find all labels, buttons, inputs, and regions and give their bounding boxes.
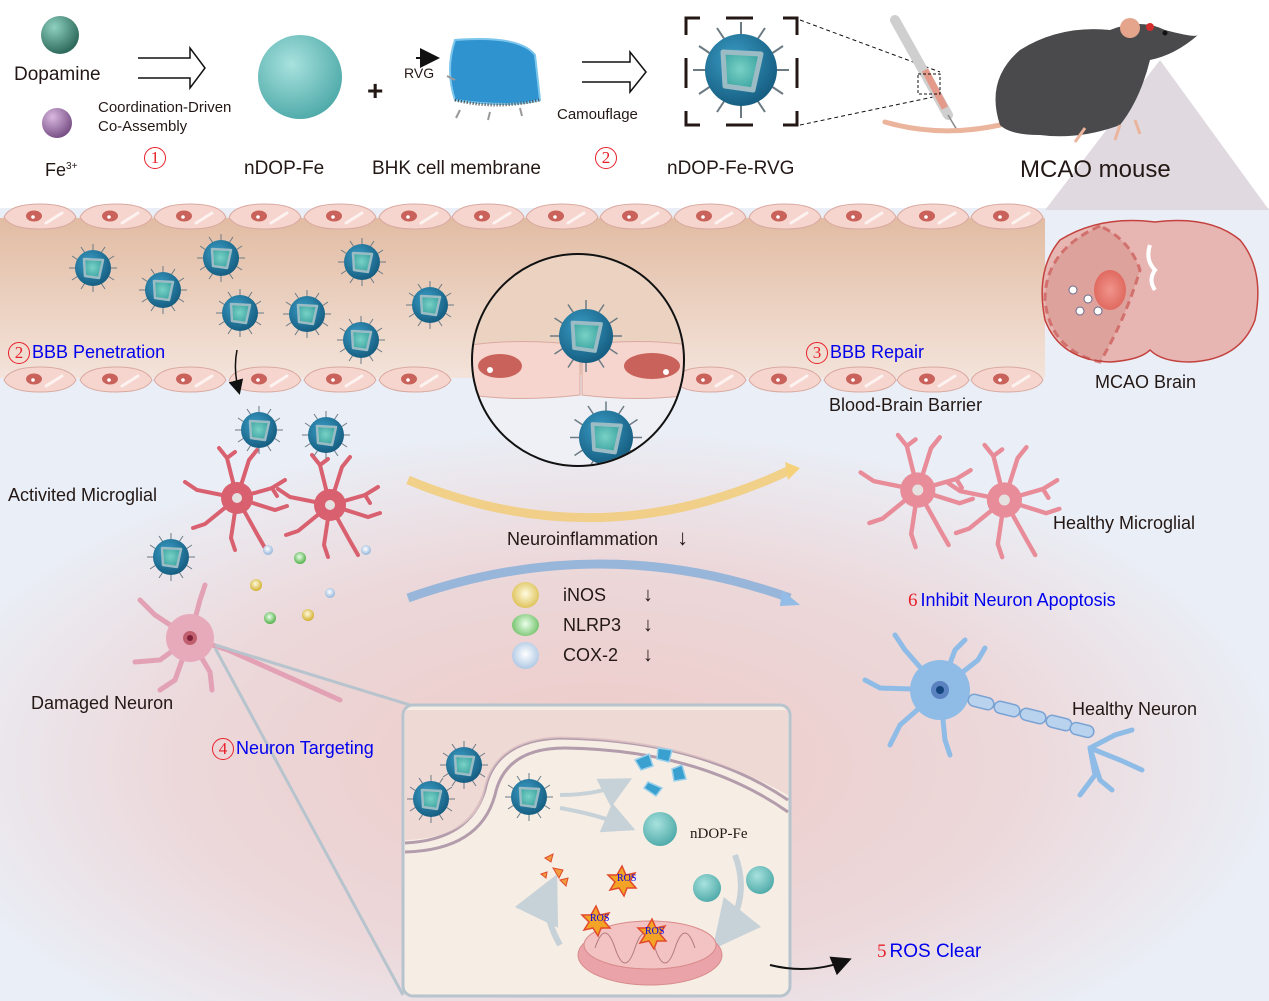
rvg-label: RVG <box>404 65 435 81</box>
marker-row: NLRP3 ↓ <box>512 610 653 640</box>
bbb-repair-number: 3 <box>806 342 828 365</box>
healthy-neuron <box>862 632 1145 798</box>
brain-projection-cone <box>1045 60 1269 210</box>
inhibit-apoptosis-text: Inhibit Neuron Apoptosis <box>920 590 1116 610</box>
inset-guide-line-bottom <box>213 647 405 996</box>
marker-name: iNOS <box>563 584 607 605</box>
neuron-targeting-text: Neuron Targeting <box>236 738 374 758</box>
mcao-brain-label: MCAO Brain <box>1095 372 1197 392</box>
ros-clear-arrow <box>769 956 852 976</box>
neuroinflammation-arrow-yellow <box>406 465 792 523</box>
fe-sphere <box>42 108 72 138</box>
mcao-mouse-label: MCAO mouse <box>1020 156 1171 183</box>
ndop-fe-particle <box>258 35 342 119</box>
inhibit-apoptosis-number: 6 <box>908 590 918 611</box>
marker-name: NLRP3 <box>563 614 622 635</box>
neuroinflammation-label: Neuroinflammation ↓ <box>507 525 688 551</box>
ros-label: ROS <box>645 926 665 937</box>
mcao-brain <box>1041 219 1259 364</box>
damaged-neuron-label: Damaged Neuron <box>31 693 174 713</box>
fe-label: Fe3+ <box>45 160 77 181</box>
marker-trend: ↓ <box>643 643 653 666</box>
step1-number: 1 <box>144 147 166 169</box>
neuron-inset <box>401 703 792 998</box>
marker-trend: ↓ <box>643 613 653 636</box>
ndop-fe-rvg-particle-frame <box>684 16 941 127</box>
step1-marker: 1 <box>144 147 168 169</box>
step1-line2: Co-Assembly <box>98 118 188 135</box>
blood-brain-barrier-label: Blood-Brain Barrier <box>829 395 983 415</box>
marker-trend: ↓ <box>643 583 653 606</box>
cox2-dot-icon <box>512 641 539 669</box>
dopamine-sphere <box>41 16 79 54</box>
activated-microglial-label: Activited Microglial <box>8 485 158 505</box>
fe-charge: 3+ <box>66 161 78 172</box>
cytokine-dots <box>250 545 371 624</box>
neuron-targeting-number: 4 <box>212 738 234 761</box>
ndop-fe-rvg-label: nDOP-Fe-RVG <box>667 158 795 179</box>
ros-clear-number: 5 <box>877 941 887 962</box>
ros-label: ROS <box>617 873 637 884</box>
marker-legend: iNOS ↓ NLRP3 ↓ COX-2 ↓ <box>512 580 653 670</box>
marker-row: iNOS ↓ <box>512 580 653 610</box>
inset-guide-line-top <box>214 643 411 707</box>
bbb-penetration-number: 2 <box>8 342 30 365</box>
dopamine-label: Dopamine <box>14 64 101 85</box>
neuroinflammation-down-arrow: ↓ <box>677 525 689 550</box>
ros-label: ROS <box>590 913 610 924</box>
penetration-arrow <box>228 349 244 395</box>
fe-label-text: Fe <box>45 160 67 180</box>
inos-dot-icon <box>512 582 539 608</box>
step2-marker: 2 <box>595 147 619 169</box>
ndop-fe-label: nDOP-Fe <box>244 158 325 179</box>
plus-sign: + <box>367 75 384 106</box>
ros-clear-text: ROS Clear <box>889 941 982 962</box>
inset-ndop-fe-label: nDOP-Fe <box>690 826 748 842</box>
neuroinflammation-arrow-blue <box>406 559 792 603</box>
bbb-repair-text: BBB Repair <box>830 342 925 362</box>
neuroinflammation-text: Neuroinflammation <box>507 529 659 549</box>
mcao-mouse <box>882 18 1198 143</box>
camouflage-arrow <box>582 49 647 95</box>
healthy-microglial-label: Healthy Microglial <box>1053 513 1196 533</box>
healthy-neuron-label: Healthy Neuron <box>1072 699 1198 719</box>
step1-description: Coordination-Driven Co-Assembly <box>98 98 231 136</box>
bbb-penetration-text: BBB Penetration <box>32 342 166 362</box>
syringe <box>890 15 958 131</box>
assembly-arrow <box>138 45 206 91</box>
camouflage-label: Camouflage <box>557 106 638 123</box>
marker-name: COX-2 <box>563 644 619 665</box>
nlrp3-dot-icon <box>512 614 539 636</box>
bhk-membrane-label: BHK cell membrane <box>372 158 541 179</box>
marker-row: COX-2 ↓ <box>512 640 653 670</box>
step2-number: 2 <box>595 147 617 169</box>
step1-line1: Coordination-Driven <box>98 99 232 116</box>
bhk-membrane-fragment <box>446 38 542 121</box>
